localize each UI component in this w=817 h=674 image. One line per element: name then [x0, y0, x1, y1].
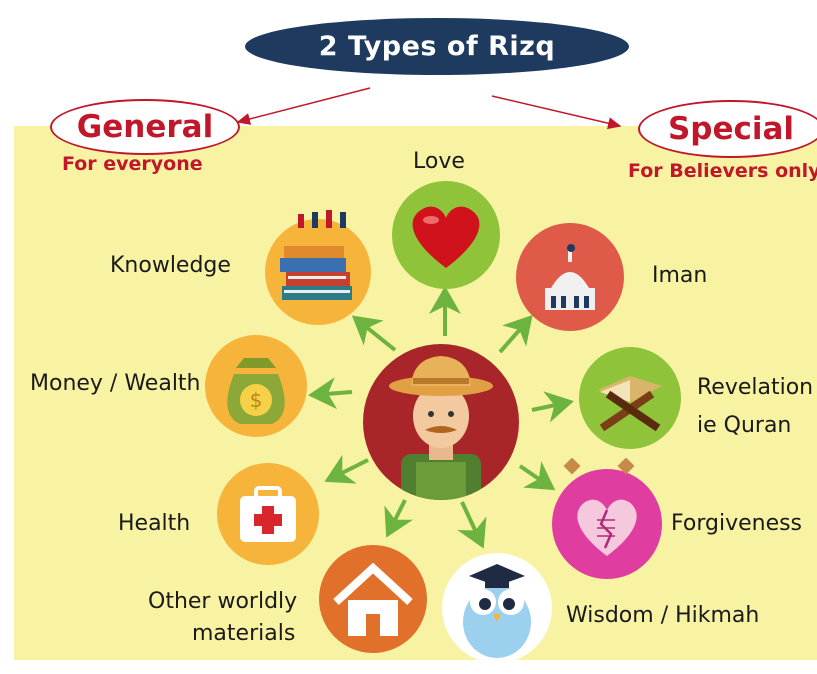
broken-heart-stitched-icon [552, 469, 662, 579]
money-bag-icon: $ [205, 335, 307, 437]
house-icon [319, 545, 427, 653]
arrow-to-special [491, 95, 622, 130]
special-oval: Special [638, 100, 817, 158]
arrow-money [308, 377, 353, 410]
arrow-wisdom [457, 501, 487, 549]
books-icon [265, 219, 371, 325]
label-other-line1: Other worldly [148, 589, 298, 614]
arrow-revelation [531, 391, 574, 423]
arrow-forgiveness [518, 461, 556, 491]
label-knowledge: Knowledge [110, 253, 231, 278]
diagram-title: 2 Types of Rizq [245, 18, 629, 75]
label-wisdom: Wisdom / Hikmah [566, 603, 760, 628]
label-other-line2: materials [192, 621, 296, 646]
pencils-icon [298, 210, 346, 228]
general-label: General [76, 109, 214, 145]
arrow-other [384, 499, 414, 538]
special-label: Special [667, 111, 795, 147]
label-love: Love [413, 149, 465, 174]
arrow-health [324, 454, 369, 484]
stitch-marks-icon [563, 458, 635, 475]
label-revelation-line1: Revelation [697, 375, 814, 400]
item-arrows [308, 286, 574, 549]
svg-text:$: $ [250, 388, 263, 412]
general-subtitle: For everyone [62, 153, 203, 175]
arrow-iman [498, 315, 533, 354]
quran-stand-icon [579, 347, 681, 449]
special-subtitle: For Believers only [628, 160, 817, 182]
arrow-knowledge [351, 315, 397, 352]
label-money: Money / Wealth [30, 371, 201, 396]
arrow-to-general [236, 87, 371, 125]
mosque-icon [516, 223, 624, 331]
first-aid-kit-icon [217, 463, 319, 565]
label-iman: Iman [652, 263, 708, 288]
farmer-icon [363, 344, 519, 500]
label-revelation-line2: ie Quran [697, 413, 792, 438]
graduate-owl-icon [442, 553, 552, 663]
label-forgiveness: Forgiveness [671, 511, 803, 536]
heart-icon [392, 181, 500, 289]
label-health: Health [118, 511, 191, 536]
general-oval: General [50, 99, 240, 155]
